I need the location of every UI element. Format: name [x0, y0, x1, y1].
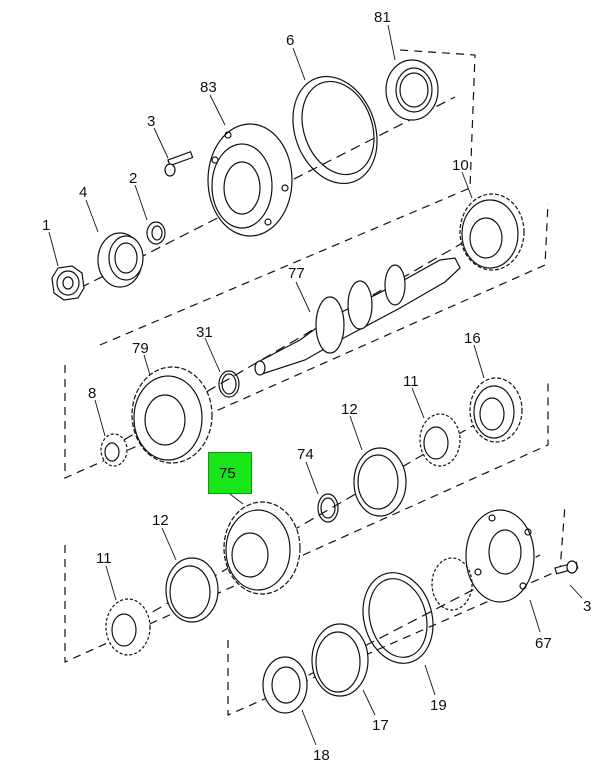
callout-77[interactable]: 77 — [288, 265, 305, 282]
part-74-ring — [317, 493, 339, 523]
gasket-dashed — [431, 557, 473, 611]
part-2-washer — [146, 221, 166, 245]
callout-75-highlight[interactable]: 75 — [208, 452, 252, 494]
part-3-bolt-lower — [554, 560, 579, 575]
part-77-shaft — [254, 257, 461, 376]
callout-12-upper[interactable]: 12 — [341, 401, 358, 418]
callout-8[interactable]: 8 — [88, 385, 97, 402]
panel-middle-outline — [64, 202, 549, 479]
part-83-housing — [207, 123, 293, 237]
callout-79[interactable]: 79 — [132, 340, 149, 357]
part-81-seal — [385, 59, 439, 121]
part-19-ring — [362, 572, 434, 664]
callout-19[interactable]: 19 — [430, 697, 447, 714]
part-12-cup-upper — [353, 447, 407, 517]
part-75-gear — [223, 501, 301, 595]
part-31-snap-ring — [218, 370, 240, 398]
callout-6[interactable]: 6 — [286, 32, 295, 49]
part-12-cup-lower — [165, 557, 219, 623]
callout-83[interactable]: 83 — [200, 79, 217, 96]
callout-16[interactable]: 16 — [464, 330, 481, 347]
part-11-bearing-upper — [419, 413, 461, 467]
callout-3-lower[interactable]: 3 — [583, 598, 592, 615]
part-18-collar — [262, 656, 308, 714]
callout-75: 75 — [219, 465, 236, 482]
part-79-gear — [131, 366, 213, 464]
callout-11-upper[interactable]: 11 — [403, 373, 419, 390]
part-17-seal — [311, 623, 369, 697]
callout-81[interactable]: 81 — [374, 9, 391, 26]
panel-lower-outline — [64, 383, 549, 663]
callout-67[interactable]: 67 — [535, 635, 552, 652]
part-10-gear — [459, 193, 525, 271]
panel-bottom-outline — [227, 504, 566, 716]
callout-10[interactable]: 10 — [452, 157, 469, 174]
callout-31[interactable]: 31 — [196, 324, 213, 341]
part-11-bearing-lower — [105, 598, 151, 656]
callout-17[interactable]: 17 — [372, 717, 389, 734]
callout-12-lower[interactable]: 12 — [152, 512, 169, 529]
callout-3-top[interactable]: 3 — [147, 113, 156, 130]
part-1-nut — [51, 265, 85, 301]
part-6-gasket — [292, 75, 378, 185]
callout-1[interactable]: 1 — [42, 217, 51, 234]
part-4-washer — [97, 232, 144, 288]
panel-top-outline — [99, 49, 476, 346]
part-67-flange — [465, 509, 535, 603]
callout-2[interactable]: 2 — [129, 170, 138, 187]
part-3-bolt — [164, 151, 194, 177]
part-16-bearing — [469, 377, 523, 443]
callout-4[interactable]: 4 — [79, 184, 88, 201]
part-8-gear — [100, 433, 128, 467]
callout-11-lower[interactable]: 11 — [96, 550, 112, 567]
callout-18[interactable]: 18 — [313, 747, 330, 761]
callout-74[interactable]: 74 — [297, 446, 314, 463]
